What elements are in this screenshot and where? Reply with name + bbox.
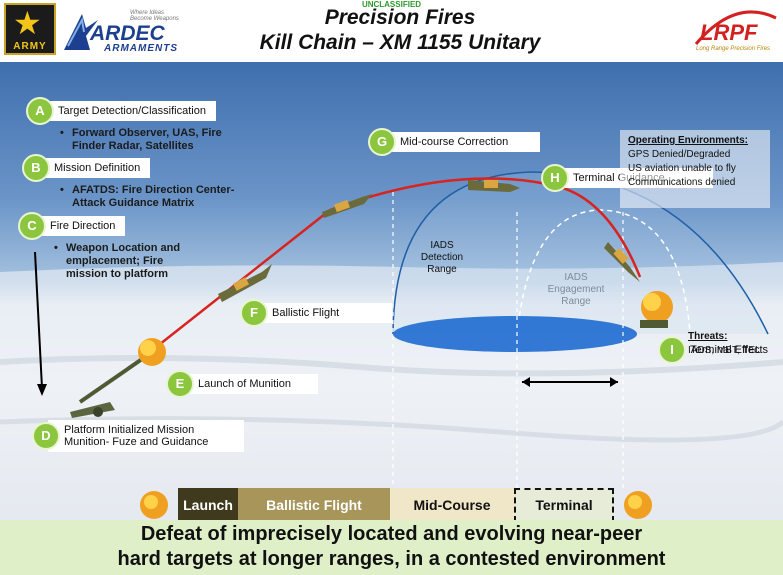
step-c-bullet: Weapon Location and emplacement; Fire mi… bbox=[54, 242, 206, 281]
step-h-badge: H bbox=[541, 164, 569, 192]
iads-detection-zone bbox=[393, 316, 637, 352]
step-b: B Mission Definition bbox=[22, 154, 151, 182]
ardec-swoosh-icon bbox=[64, 14, 98, 50]
environment-item: Communications denied bbox=[628, 177, 736, 188]
page-title: Precision Fires bbox=[324, 6, 476, 29]
page-subtitle: Kill Chain – XM 1155 Unitary bbox=[259, 31, 541, 54]
step-b-label: Mission Definition bbox=[38, 158, 151, 178]
iads-detection-dome bbox=[392, 171, 769, 335]
iads-detection-label: IADS Detection Range bbox=[420, 240, 464, 275]
trajectory-path bbox=[149, 177, 642, 353]
footer-line-2: hard targets at longer ranges, in a cont… bbox=[117, 548, 666, 570]
phase-mid-course: Mid-Course Correct bbox=[390, 488, 514, 547]
step-a: A Target Detection/Classification bbox=[26, 97, 216, 125]
phase-launch: Launch bbox=[178, 488, 238, 522]
footer-banner: Defeat of imprecisely located and evolvi… bbox=[0, 520, 783, 575]
step-g: G Mid-course Correction bbox=[368, 128, 540, 156]
ardec-name: ARDEC bbox=[90, 22, 165, 45]
step-f-badge: F bbox=[240, 299, 268, 327]
ardec-tagline: Where Ideas Become Weapons bbox=[130, 10, 179, 22]
launch-blast-icon bbox=[138, 338, 166, 366]
step-c-badge: C bbox=[18, 212, 46, 240]
threats-box: Threats: IADS, MBT, TEL bbox=[688, 330, 761, 358]
step-d-label: Platform Initialized Mission Munition- F… bbox=[48, 420, 244, 452]
army-logo-text: ARMY bbox=[13, 41, 47, 52]
step-g-badge: G bbox=[368, 128, 396, 156]
threats-heading: Threats: bbox=[688, 331, 728, 342]
fire-direction-arrow bbox=[34, 251, 43, 389]
step-a-bullet: Forward Observer, UAS, Fire Finder Radar… bbox=[60, 127, 252, 153]
footer-line-1: Defeat of imprecisely located and evolvi… bbox=[140, 523, 643, 545]
iads-engagement-label: IADS Engagement Range bbox=[547, 272, 605, 307]
step-f: F Ballistic Flight bbox=[240, 299, 392, 327]
step-b-bullet: AFATDS: Fire Direction Center- Attack Gu… bbox=[60, 184, 252, 210]
operating-environments-heading: Operating Environments: bbox=[628, 135, 749, 146]
howitzer-icon bbox=[70, 355, 147, 418]
ardec-logo: Where Ideas Become Weapons ARDEC ARMAMEN… bbox=[60, 4, 180, 58]
star-icon: ★ bbox=[13, 5, 42, 41]
step-i: I Terminal Effects bbox=[658, 336, 778, 364]
lrpf-sub: Long Range Precision Fires bbox=[696, 46, 771, 52]
environment-item: US aviation unable to fly bbox=[628, 163, 736, 174]
step-i-badge: I bbox=[658, 336, 686, 364]
army-star-logo: ★ ARMY bbox=[4, 3, 56, 55]
classification-marking: UNCLASSIFIED bbox=[361, 0, 422, 9]
terminal-blast-small-icon bbox=[624, 491, 652, 519]
step-g-label: Mid-course Correction bbox=[384, 132, 540, 152]
step-i-label: Terminal Effects bbox=[690, 344, 769, 356]
environment-item: GPS Denied/Degraded bbox=[628, 149, 731, 160]
threats-text: IADS, MBT, TEL bbox=[688, 345, 761, 356]
lrpf-name: LRPF bbox=[700, 20, 758, 45]
operating-environments-box: Operating Environments: GPS Denied/Degra… bbox=[620, 130, 770, 208]
step-e-label: Launch of Munition bbox=[182, 374, 318, 394]
kill-chain-scene: A Target Detection/Classification Forwar… bbox=[0, 62, 783, 520]
step-f-label: Ballistic Flight bbox=[256, 303, 392, 323]
step-d: D Platform Initialized Mission Munition-… bbox=[32, 420, 244, 452]
step-e-badge: E bbox=[166, 370, 194, 398]
step-d-badge: D bbox=[32, 422, 60, 450]
lrpf-logo: LRPF Long Range Precision Fires bbox=[690, 4, 780, 58]
terminal-blast-icon bbox=[640, 291, 673, 328]
lrpf-arc-icon bbox=[694, 10, 777, 45]
step-a-label: Target Detection/Classification bbox=[42, 101, 216, 121]
ardec-sub: ARMAMENTS bbox=[104, 43, 178, 54]
phase-bar: Launch Ballistic Flight Mid-Course Corre… bbox=[140, 488, 652, 547]
step-c-label: Fire Direction bbox=[34, 216, 126, 236]
phase-terminal-effects: Terminal Effects bbox=[514, 488, 614, 543]
step-c: C Fire Direction bbox=[18, 212, 126, 240]
step-b-badge: B bbox=[22, 154, 50, 182]
header: ★ ARMY Where Ideas Become Weapons ARDEC … bbox=[0, 0, 783, 62]
step-a-badge: A bbox=[26, 97, 54, 125]
phase-ballistic-flight: Ballistic Flight bbox=[238, 488, 390, 522]
launch-blast-small-icon bbox=[140, 491, 168, 519]
step-e: E Launch of Munition bbox=[166, 370, 318, 398]
scene-graphics bbox=[0, 171, 783, 520]
